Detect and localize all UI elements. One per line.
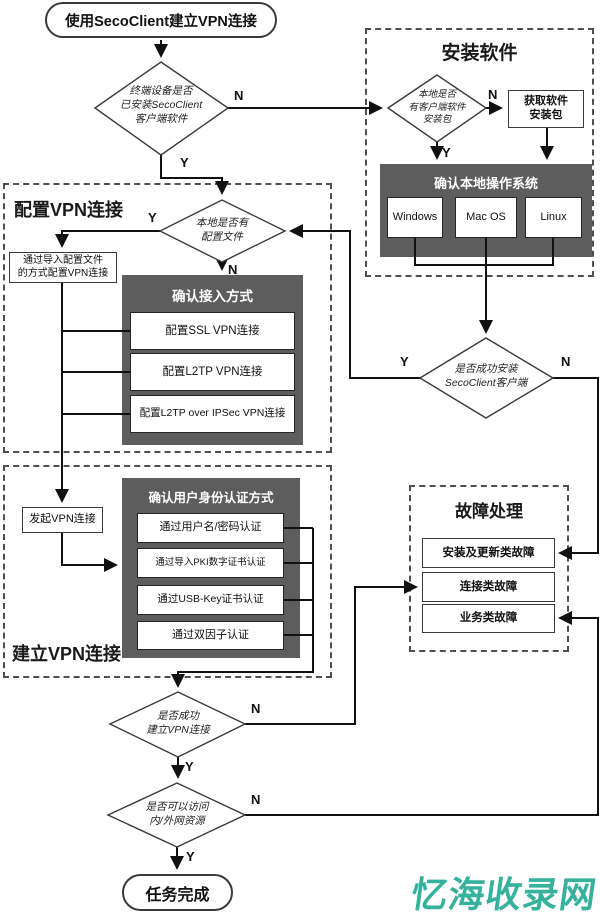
- decision-line: 有客户端软件: [408, 101, 466, 113]
- decision-has-package: 本地是否 有客户端软件 安装包: [389, 89, 485, 127]
- decision-establish-success-shape: [108, 691, 247, 758]
- decision-establish-success: 是否成功 建立VPN连接: [118, 710, 238, 738]
- decision-has-config: 本地是否有 配置文件: [162, 217, 282, 245]
- decision-install-success: 是否成功安装 SecoClient客户端: [421, 363, 551, 391]
- decision-line: 终端设备是否: [129, 85, 193, 97]
- initiate-vpn-box: 发起VPN连接: [22, 507, 103, 533]
- fault-install-update-box: 安装及更新类故障: [422, 538, 555, 568]
- access-method-title: 确认接入方式: [172, 289, 253, 304]
- get-package-line: 安装包: [529, 109, 563, 121]
- decision-can-access-shape: [106, 782, 247, 848]
- group-title-establish: 建立VPN连接: [12, 644, 122, 664]
- decision-line: 建立VPN连接: [146, 723, 210, 736]
- branch-no-terminal: N: [234, 88, 244, 103]
- group-establish-vpn: [3, 465, 332, 678]
- decision-install-success-shape: [418, 337, 555, 419]
- end-node: 任务完成: [122, 874, 233, 911]
- access-option-l2tp: 配置L2TP VPN连接: [130, 353, 295, 391]
- branch-no-package: N: [488, 87, 498, 102]
- os-option-windows: Windows: [387, 197, 443, 238]
- decision-has-config-shape: [158, 199, 287, 263]
- branch-yes-access: Y: [186, 849, 195, 864]
- group-title-configure: 配置VPN连接: [14, 200, 124, 220]
- decision-line: 是否成功: [157, 710, 199, 722]
- branch-yes-package: Y: [442, 145, 451, 160]
- access-option-l2tp-ipsec: 配置L2TP over IPSec VPN连接: [130, 395, 295, 433]
- auth-method-title: 确认用户身份认证方式: [148, 491, 274, 505]
- group-install-software: [365, 28, 594, 277]
- group-configure-vpn: [3, 183, 332, 453]
- branch-yes-install: Y: [400, 354, 409, 369]
- branch-no-establish: N: [251, 701, 261, 716]
- access-option-ssl: 配置SSL VPN连接: [130, 312, 295, 350]
- branch-no-install: N: [561, 354, 571, 369]
- auth-option-pki: 通过导入PKI数字证书认证: [137, 548, 284, 578]
- group-fault-handling: [409, 485, 569, 652]
- import-config-box: 通过导入配置文件 的方式配置VPN连接: [9, 252, 117, 283]
- decision-terminal-installed: 终端设备是否 已安装SecoClient 客户端软件: [96, 85, 226, 127]
- get-package-box: 获取软件 安装包: [508, 90, 584, 128]
- fault-connection-box: 连接类故障: [422, 572, 555, 602]
- decision-line: SecoClient客户端: [444, 376, 528, 389]
- auth-option-usbkey: 通过USB-Key证书认证: [137, 585, 284, 615]
- import-config-line: 的方式配置VPN连接: [17, 267, 109, 279]
- branch-yes-establish: Y: [185, 759, 194, 774]
- decision-can-access: 是否可以访问 内/外网资源: [117, 801, 237, 829]
- site-watermark: 忆海收录网: [408, 874, 600, 914]
- decision-line: 内/外网资源: [149, 814, 205, 827]
- import-config-line: 通过导入配置文件: [23, 255, 103, 266]
- decision-line: 本地是否有: [195, 217, 249, 229]
- group-title-fault: 故障处理: [455, 502, 523, 521]
- decision-line: 是否成功安装: [454, 363, 518, 375]
- decision-terminal-installed-shape: [93, 61, 230, 156]
- decision-line: 本地是否: [417, 89, 456, 100]
- decision-line: 配置文件: [201, 230, 243, 243]
- group-title-install: 安装软件: [441, 43, 518, 64]
- auth-option-twofactor: 通过双因子认证: [137, 621, 284, 650]
- branch-no-access: N: [251, 792, 261, 807]
- branch-yes-config: Y: [148, 210, 157, 225]
- decision-line: 客户端软件: [134, 112, 188, 125]
- branch-no-config: N: [228, 262, 238, 277]
- branch-yes-terminal: Y: [180, 155, 189, 170]
- auth-option-password: 通过用户名/密码认证: [137, 513, 284, 543]
- decision-line: 安装包: [422, 114, 452, 126]
- start-node: 使用SecoClient建立VPN连接: [45, 2, 277, 38]
- confirm-os-title: 确认本地操作系统: [433, 176, 538, 191]
- decision-line: 已安装SecoClient: [119, 98, 203, 111]
- get-package-line: 获取软件: [524, 95, 568, 108]
- os-option-macos: Mac OS: [455, 197, 517, 238]
- fault-service-box: 业务类故障: [422, 604, 555, 633]
- decision-line: 是否可以访问: [145, 801, 209, 813]
- os-option-linux: Linux: [525, 197, 582, 238]
- decision-has-package-shape: [386, 74, 488, 143]
